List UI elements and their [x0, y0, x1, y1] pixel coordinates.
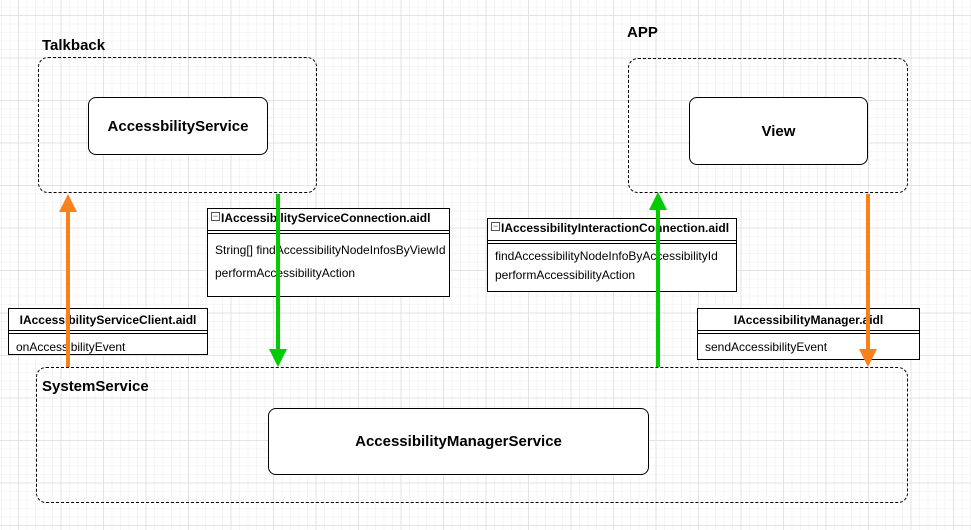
arrowhead-down-icon[interactable] [269, 349, 287, 367]
arrowhead-up-icon[interactable] [649, 192, 667, 210]
iaccessibility-manager-box[interactable]: IAccessibilityManager.aidl sendAccessibi… [697, 308, 920, 360]
accessibility-manager-service-node[interactable]: AccessibilityManagerService [268, 408, 649, 475]
accessibility-manager-service-label: AccessibilityManagerService [355, 433, 562, 450]
divider [488, 241, 736, 244]
method-row: sendAccessibilityEvent [705, 340, 828, 354]
iface-title: IAccessibilityManager.aidl [733, 312, 884, 327]
collapse-icon[interactable]: − [211, 211, 220, 221]
view-label: View [761, 122, 796, 140]
arrow-talkback-to-system[interactable] [276, 194, 280, 350]
arrowhead-down-icon[interactable] [859, 349, 877, 367]
view-node[interactable]: View [689, 97, 868, 165]
iaccessibility-interaction-connection-box[interactable]: − IAccessibilityInteractionConnection.ai… [487, 218, 737, 292]
arrow-system-to-talkback[interactable] [66, 210, 70, 367]
app-group[interactable] [628, 58, 908, 193]
iface-header: − IAccessibilityServiceConnection.aidl [208, 209, 449, 231]
method-row: findAccessibilityNodeInfoByAccessibility… [495, 249, 718, 263]
divider [208, 231, 449, 234]
arrow-app-to-system[interactable] [866, 194, 870, 350]
accessbility-service-label: AccessbilityService [107, 117, 249, 135]
app-group-label: APP [627, 24, 658, 41]
arrowhead-up-icon[interactable] [59, 194, 77, 212]
talkback-group-label: Talkback [42, 37, 106, 54]
iface-header: IAccessibilityManager.aidl [698, 309, 919, 331]
arrow-system-to-app[interactable] [656, 208, 660, 367]
method-row: performAccessibilityAction [495, 268, 636, 282]
talkback-group[interactable] [38, 57, 317, 193]
method-row: onAccessibilityEvent [16, 340, 126, 354]
iface-header: − IAccessibilityInteractionConnection.ai… [488, 219, 736, 241]
iface-title: IAccessibilityServiceClient.aidl [19, 312, 197, 327]
accessbility-service-node[interactable]: AccessbilityService [88, 97, 268, 155]
iaccessibility-service-connection-box[interactable]: − IAccessibilityServiceConnection.aidl S… [207, 208, 450, 297]
iface-title: IAccessibilityServiceConnection.aidl [221, 211, 431, 225]
iaccessibility-service-client-box[interactable]: IAccessibilityServiceClient.aidl onAcces… [8, 308, 208, 355]
iface-title: IAccessibilityInteractionConnection.aidl [501, 221, 730, 235]
iface-header: IAccessibilityServiceClient.aidl [9, 309, 207, 331]
system-service-group[interactable] [36, 367, 908, 503]
method-row: performAccessibilityAction [215, 266, 356, 280]
collapse-icon[interactable]: − [491, 221, 500, 231]
method-row: String[] findAccessibilityNodeInfosByVie… [215, 243, 446, 257]
divider [9, 331, 207, 334]
divider [698, 331, 919, 334]
system-service-group-label: SystemService [42, 378, 149, 395]
